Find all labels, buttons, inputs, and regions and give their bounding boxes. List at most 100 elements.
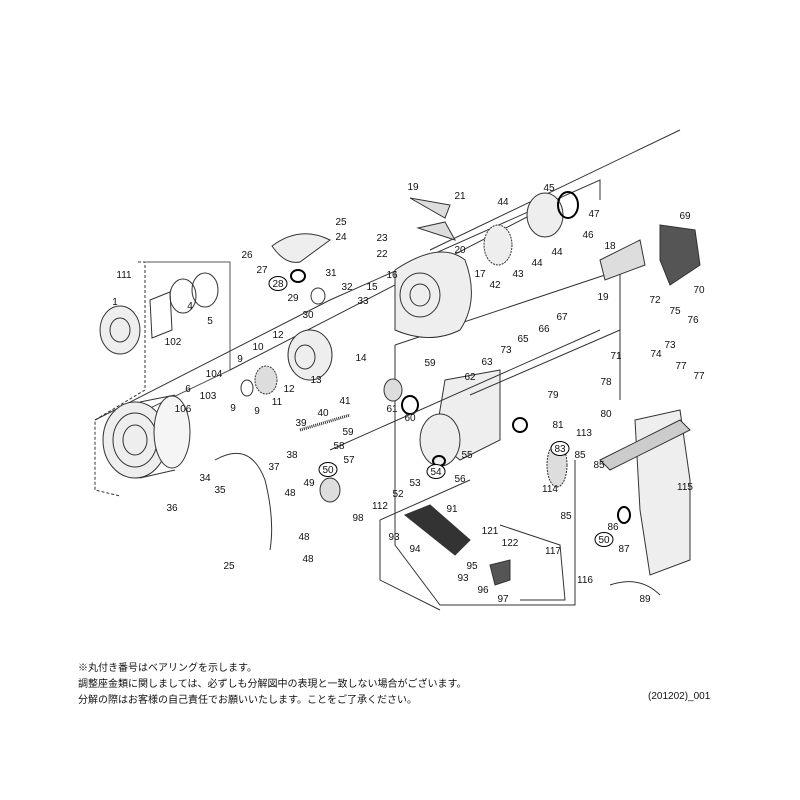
part-number: 36 — [166, 503, 178, 514]
part-number: 66 — [538, 324, 550, 335]
part-number: 14 — [355, 353, 367, 364]
part-number: 59 — [424, 358, 436, 369]
part-number: 25 — [335, 217, 347, 228]
part-number: 9 — [230, 403, 236, 414]
part-number: 62 — [464, 372, 476, 383]
body-cover-18 — [599, 239, 646, 281]
part-number: 103 — [200, 391, 217, 402]
part-number: 12 — [272, 330, 284, 341]
part-number: 121 — [482, 526, 499, 537]
part-number: 53 — [409, 478, 421, 489]
washer-102 — [149, 291, 173, 339]
part-number: 39 — [295, 418, 307, 429]
bearing-part-number: 83 — [554, 444, 566, 455]
part-number: 25 — [223, 561, 235, 572]
bearing-note: ※丸付き番号はベアリングを示します。 — [78, 663, 257, 674]
part-number: 60 — [404, 413, 416, 424]
part-number: 24 — [335, 232, 347, 243]
part-number: 22 — [376, 249, 388, 260]
part-number: 122 — [502, 538, 519, 549]
part-number: 117 — [545, 546, 561, 557]
part-number: 55 — [461, 450, 473, 461]
part-number: 41 — [339, 396, 351, 407]
part-number: 70 — [693, 285, 705, 296]
part-number: 69 — [679, 211, 691, 222]
oscillation-rod — [329, 329, 621, 451]
part-number: 35 — [214, 485, 226, 496]
part-number: 27 — [256, 265, 268, 276]
part-number: 75 — [669, 306, 681, 317]
part-number: 44 — [497, 197, 509, 208]
part-number: 77 — [675, 361, 687, 372]
part-number: 38 — [286, 450, 298, 461]
part-number: 85 — [574, 450, 586, 461]
rear-cap-part — [659, 224, 701, 286]
rotor-bail-arm-89 — [609, 581, 661, 596]
part-number: 115 — [677, 482, 693, 493]
part-number: 18 — [604, 241, 616, 252]
part-number: 111 — [116, 270, 132, 281]
part-number: 46 — [582, 230, 594, 241]
washer-note: 調整座金類に関しましては、必ずしも分解図中の表現と一致しない場合がございます。 — [78, 679, 467, 690]
part-number: 78 — [600, 377, 612, 388]
part-number: 32 — [341, 282, 353, 293]
part-number: 114 — [542, 484, 558, 495]
drag-knob-part — [99, 305, 141, 355]
part-number: 57 — [343, 455, 355, 466]
part-number: 5 — [207, 316, 213, 327]
part-number: 98 — [352, 513, 364, 524]
spring-39 — [299, 413, 351, 432]
part-number: 37 — [268, 462, 280, 473]
part-number: 93 — [457, 573, 469, 584]
part-number: 67 — [556, 312, 568, 323]
part-number: 58 — [333, 441, 345, 452]
part-number: 85 — [593, 460, 605, 471]
part-number: 11 — [272, 397, 283, 408]
part-number: 10 — [252, 342, 264, 353]
part-number: 81 — [552, 420, 564, 431]
part-number: 89 — [639, 594, 651, 605]
reel-body-part — [383, 369, 501, 467]
part-number: 12 — [283, 384, 295, 395]
part-number: 113 — [576, 428, 592, 439]
bearing-marker-circle — [426, 464, 446, 479]
spool-part — [102, 394, 191, 479]
part-number: 48 — [298, 532, 310, 543]
part-number: 85 — [560, 511, 572, 522]
part-number: 86 — [607, 522, 619, 533]
part-number: 112 — [372, 501, 388, 512]
part-number: 63 — [481, 357, 493, 368]
part-number: 45 — [543, 183, 555, 194]
drag-kit-box — [145, 261, 231, 411]
roller-part — [310, 287, 326, 305]
part-number: 20 — [454, 245, 466, 256]
rotor-part — [394, 251, 472, 338]
bail-wire — [214, 452, 273, 551]
part-number: 48 — [302, 554, 314, 565]
part-number: 93 — [388, 532, 400, 543]
part-number: 87 — [618, 544, 630, 555]
part-number: 72 — [649, 295, 661, 306]
disassembly-note: 分解の際はお客様の自己責任でお願いいたします。ことをご了承ください。 — [78, 695, 417, 706]
part-number: 21 — [454, 191, 466, 202]
part-number: 9 — [254, 406, 260, 417]
part-number: 61 — [386, 404, 398, 415]
part-number: 76 — [687, 315, 699, 326]
part-number: 49 — [303, 478, 315, 489]
part-number: 31 — [325, 268, 337, 279]
part-number: 34 — [199, 473, 211, 484]
part-number: 4 — [187, 301, 193, 312]
part-number: 19 — [407, 182, 419, 193]
washer-4 — [169, 278, 197, 314]
bail-arm-part — [271, 197, 457, 263]
washer-5 — [191, 272, 219, 308]
part-number: 56 — [454, 474, 466, 485]
part-number: 47 — [588, 209, 600, 220]
spool-group-bracket — [94, 261, 146, 497]
part-number: 9 — [237, 354, 243, 365]
part-number: 48 — [284, 488, 296, 499]
part-number: 91 — [446, 504, 458, 515]
bearing-50-left — [319, 477, 341, 503]
part-number: 43 — [512, 269, 524, 280]
part-number: 77 — [693, 371, 705, 382]
